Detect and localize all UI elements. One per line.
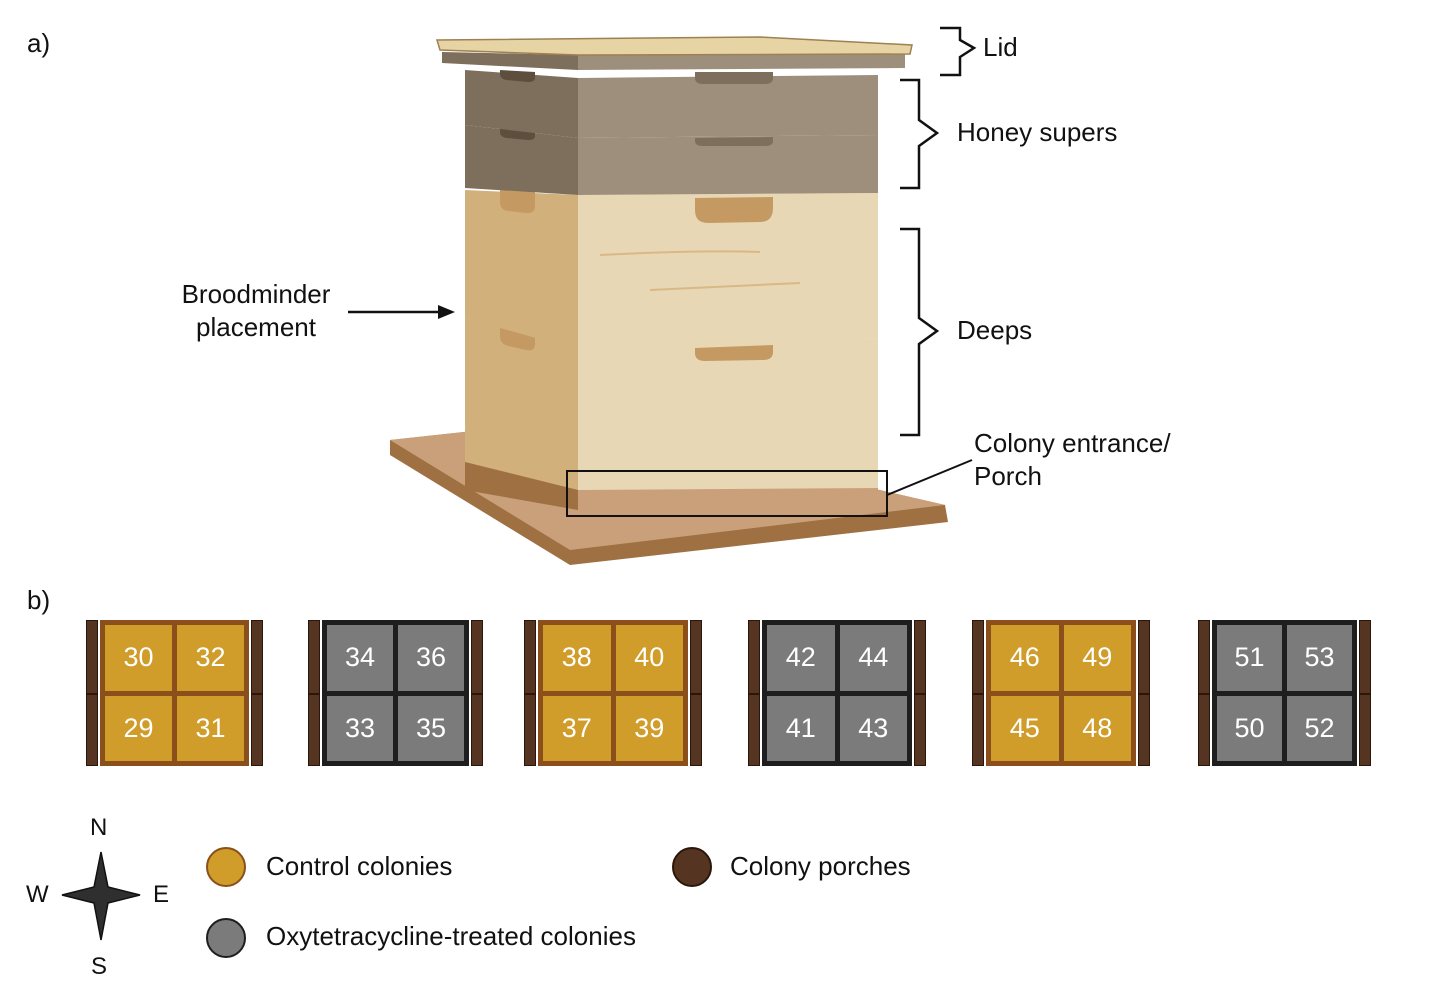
compass-west: W (26, 881, 49, 908)
porch-swatch-icon (672, 847, 712, 887)
deeps-label: Deeps (957, 315, 1033, 345)
control-colony: 37 (543, 695, 611, 761)
legend-porches-label: Colony porches (730, 851, 911, 881)
colony-porch (86, 620, 98, 766)
broodminder-label-line1: Broodminder (181, 279, 331, 309)
colony-porch (1138, 620, 1150, 766)
porch-highlight-box (566, 470, 888, 517)
broodminder-label-line2: placement (196, 312, 316, 342)
control-colony: 30 (105, 625, 172, 691)
treated-swatch-icon (206, 918, 246, 958)
control-colony: 46 (991, 625, 1059, 691)
treated-colony: 41 (767, 695, 835, 761)
control-colony: 31 (177, 695, 244, 761)
control-colony: 29 (105, 695, 172, 761)
colony-porch (914, 620, 926, 766)
treated-colony: 52 (1287, 695, 1352, 761)
honey-supers-bracket (900, 78, 940, 190)
honey-super-lower (465, 125, 878, 195)
control-colony: 39 (615, 695, 683, 761)
compass-south: S (91, 953, 108, 980)
legend-treated-label: Oxytetracycline-treated colonies (266, 921, 636, 951)
treated-colony: 35 (398, 695, 464, 761)
honey-supers-label: Honey supers (957, 117, 1118, 147)
control-colony: 45 (991, 695, 1059, 761)
deep-box-lower (465, 318, 878, 490)
porch-label-line2: Porch (974, 461, 1042, 491)
control-colony: 48 (1063, 695, 1131, 761)
porch-leader-line (886, 459, 973, 496)
treated-colony: 43 (839, 695, 907, 761)
deep-box-upper (465, 190, 878, 350)
treated-colony: 42 (767, 625, 835, 691)
compass-star-icon (61, 851, 141, 941)
control-colony: 40 (615, 625, 683, 691)
treated-colony: 34 (327, 625, 393, 691)
control-colony: 32 (177, 625, 244, 691)
colony-porch (748, 620, 760, 766)
control-colony: 49 (1063, 625, 1131, 691)
treated-colony: 51 (1217, 625, 1282, 691)
lid-bracket (940, 26, 977, 77)
honey-super-upper (465, 70, 878, 138)
colony-porch (690, 620, 702, 766)
compass-north: N (90, 814, 108, 841)
panel-a-label: a) (27, 28, 51, 58)
control-swatch-icon (206, 847, 246, 887)
colony-porch (471, 620, 483, 766)
compass-east: E (153, 881, 170, 908)
colony-porch (1359, 620, 1371, 766)
control-colony: 38 (543, 625, 611, 691)
porch-label-line1: Colony entrance/ (974, 428, 1171, 458)
treated-colony: 33 (327, 695, 393, 761)
deeps-bracket (900, 227, 940, 437)
broodminder-arrow (348, 305, 455, 319)
treated-colony: 36 (398, 625, 464, 691)
beehive-illustration (348, 26, 977, 565)
treated-colony: 44 (839, 625, 907, 691)
legend-control-label: Control colonies (266, 851, 453, 881)
hive-lid (435, 36, 913, 70)
treated-colony: 53 (1287, 625, 1352, 691)
panel-b-label: b) (27, 585, 51, 615)
treated-colony: 50 (1217, 695, 1282, 761)
colony-porch (1198, 620, 1210, 766)
colony-porch (251, 620, 263, 766)
colony-porch (524, 620, 536, 766)
colony-porch (308, 620, 320, 766)
lid-label: Lid (983, 32, 1018, 62)
colony-porch (972, 620, 984, 766)
